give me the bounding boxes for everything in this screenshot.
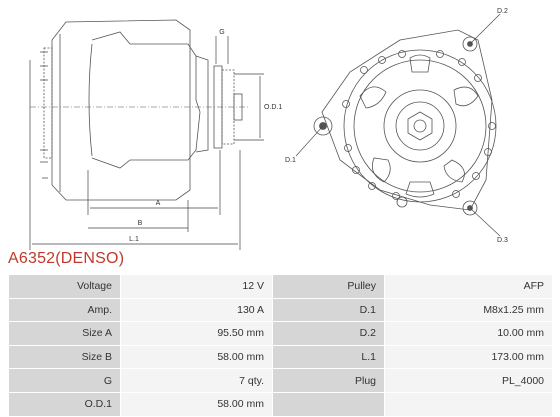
front-leader-lines	[295, 13, 501, 237]
spec-label: L.1	[272, 344, 385, 370]
dim-label-d2: D.2	[497, 8, 508, 15]
spec-value: 10.00 mm	[384, 321, 553, 346]
dim-label-d1: D.1	[285, 157, 296, 164]
spec-label: Pulley	[272, 274, 385, 299]
spec-label: Amp.	[8, 297, 121, 323]
spec-label: O.D.1	[8, 391, 121, 417]
spec-value	[384, 391, 553, 417]
product-title: A6352(DENSO)	[8, 250, 125, 267]
alternator-side-view	[30, 19, 250, 201]
spec-label: D.2	[272, 321, 385, 346]
spec-label: G	[8, 368, 121, 393]
spec-value: 58.00 mm	[120, 344, 273, 370]
spec-label: Voltage	[8, 274, 121, 299]
dim-label-d3: D.3	[497, 237, 508, 244]
spec-value: 7 qty.	[120, 368, 273, 393]
spec-value: 95.50 mm	[120, 321, 273, 346]
dim-label-l1: L.1	[129, 236, 139, 243]
spec-label: Size A	[8, 321, 121, 346]
dim-label-b: B	[138, 220, 143, 227]
spec-value: M8x1.25 mm	[384, 297, 553, 323]
spec-label: D.1	[272, 297, 385, 323]
spec-value: 12 V	[120, 274, 273, 299]
spec-value: 130 A	[120, 297, 273, 323]
alternator-technical-drawing: G O.D.1 A B L.1	[29, 8, 508, 250]
side-dimension-lines	[29, 36, 264, 250]
spec-value: PL_4000	[384, 368, 553, 393]
spec-label: Size B	[8, 344, 121, 370]
alternator-front-view	[313, 29, 497, 216]
spec-value: 173.00 mm	[384, 344, 553, 370]
dim-label-od1: O.D.1	[264, 104, 282, 111]
spec-label	[272, 391, 385, 417]
dim-label-g: G	[219, 29, 224, 36]
spec-value: AFP	[384, 274, 553, 299]
dim-label-a: A	[156, 200, 161, 207]
spec-value: 58.00 mm	[120, 391, 273, 417]
spec-label: Plug	[272, 368, 385, 393]
